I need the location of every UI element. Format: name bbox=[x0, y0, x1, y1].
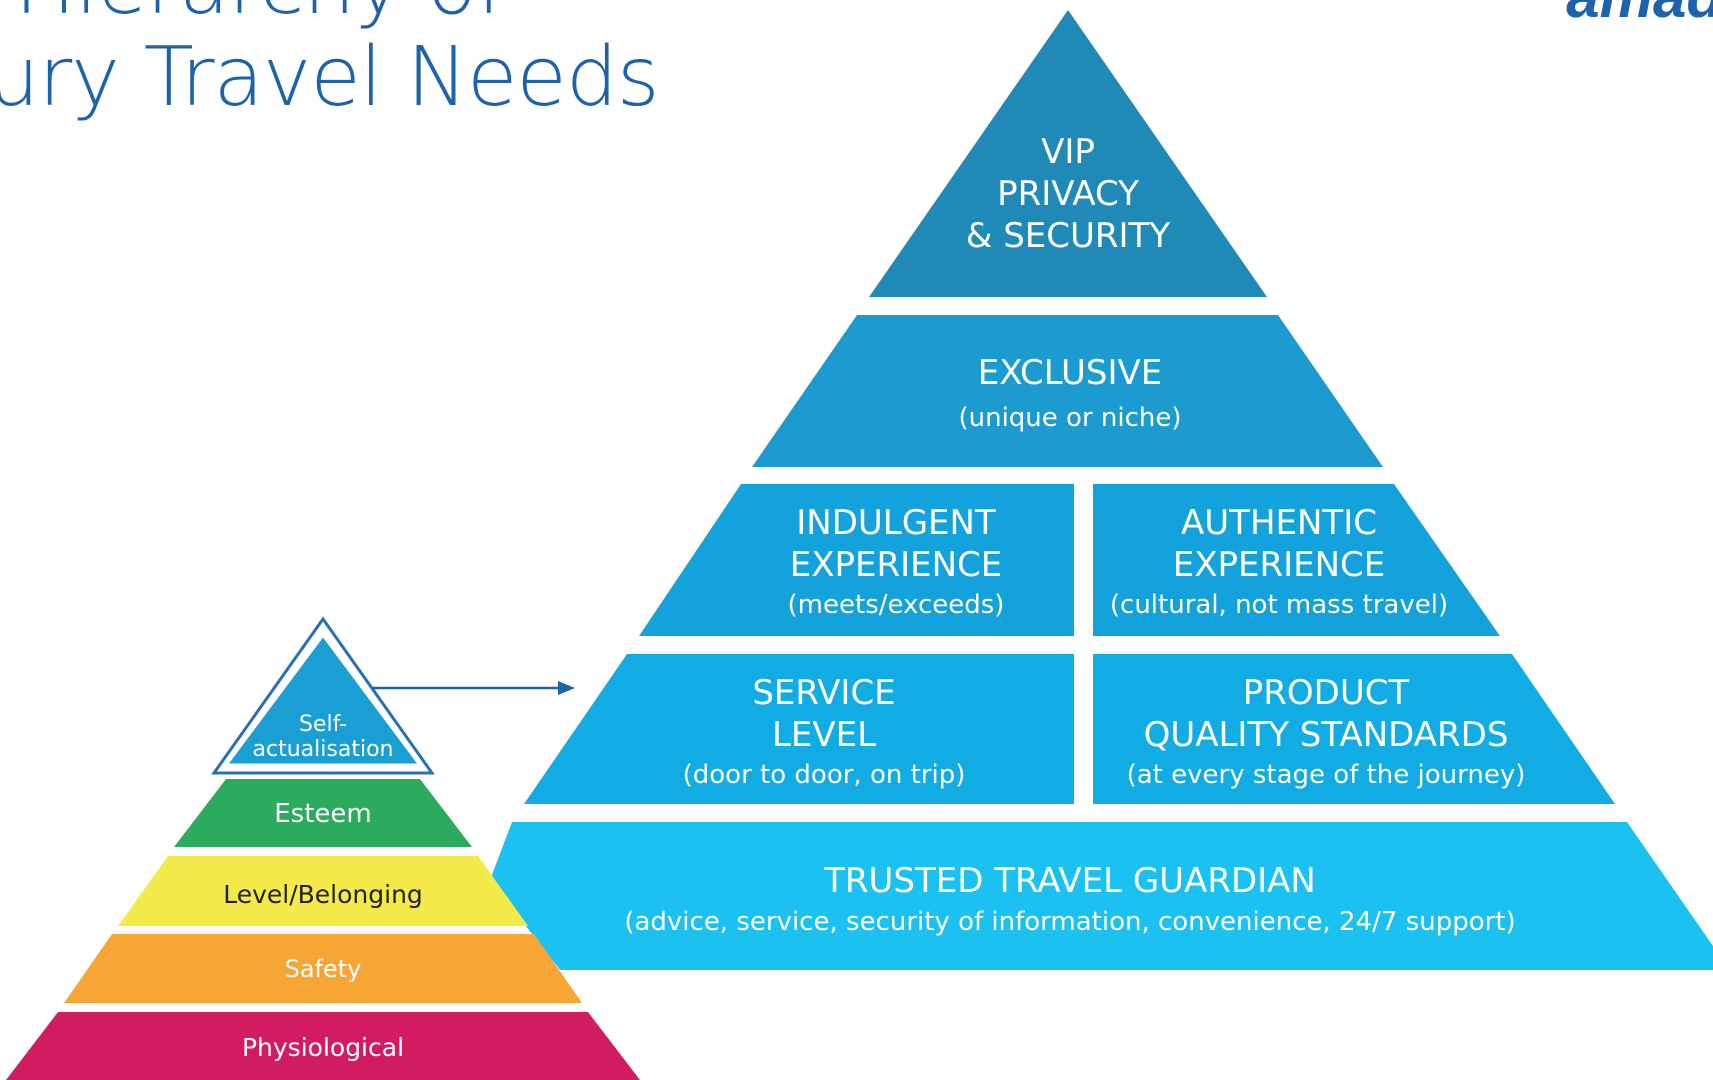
tier-service-sub: (door to door, on trip) bbox=[683, 760, 966, 790]
page-title: e Hierarchy of xury Travel Needs bbox=[0, 0, 660, 125]
tier-indulgent-sub: (meets/exceeds) bbox=[788, 590, 1005, 620]
tier-product-sub: (at every stage of the journey) bbox=[1127, 760, 1526, 790]
tier-guardian-shape bbox=[490, 822, 1713, 970]
tier-exclusive-sub: (unique or niche) bbox=[958, 403, 1181, 433]
tier-indulgent-line-1: INDULGENT bbox=[796, 503, 996, 543]
maslow-self-label-line-2: actualisation bbox=[253, 737, 394, 762]
tier-guardian-line-1: TRUSTED TRAVEL GUARDIAN bbox=[823, 861, 1316, 901]
brand-logo: amad bbox=[1566, 0, 1713, 31]
maslow-esteem-shape bbox=[174, 779, 472, 847]
tier-service-line-1: SERVICE bbox=[752, 673, 895, 713]
tier-indulgent-line-2: EXPERIENCE bbox=[790, 545, 1003, 585]
tier-authentic-sub: (cultural, not mass travel) bbox=[1110, 590, 1448, 620]
title-line-2: xury Travel Needs bbox=[0, 30, 660, 125]
maslow-esteem-label: Esteem bbox=[274, 799, 372, 829]
tier-indulgent-shape bbox=[639, 484, 1074, 636]
connector-arrow-head bbox=[558, 681, 575, 695]
tier-vip-line-3: & SECURITY bbox=[966, 216, 1170, 256]
tier-product-shape bbox=[1093, 654, 1615, 804]
maslow-belonging-shape bbox=[118, 856, 528, 926]
tier-product-line-2: QUALITY STANDARDS bbox=[1144, 715, 1509, 755]
tier-authentic-shape bbox=[1093, 484, 1500, 636]
maslow-self-label-line-1: Self- bbox=[299, 712, 347, 737]
tier-authentic-line-1: AUTHENTIC bbox=[1181, 503, 1377, 543]
maslow-safety-shape bbox=[64, 934, 582, 1003]
tier-guardian-sub: (advice, service, security of informatio… bbox=[624, 907, 1515, 937]
tier-exclusive-line-1: EXCLUSIVE bbox=[978, 353, 1163, 393]
tier-service-shape bbox=[524, 654, 1074, 804]
tier-product-line-1: PRODUCT bbox=[1243, 673, 1410, 713]
tier-vip-line-2: PRIVACY bbox=[997, 174, 1139, 214]
tier-authentic-line-2: EXPERIENCE bbox=[1173, 545, 1386, 585]
tier-vip-line-1: VIP bbox=[1041, 132, 1095, 172]
maslow-belonging-label: Level/Belonging bbox=[223, 880, 423, 909]
title-line-1: e Hierarchy of bbox=[0, 0, 659, 32]
tier-exclusive-shape bbox=[752, 315, 1383, 467]
maslow-physiological-shape bbox=[6, 1012, 640, 1080]
maslow-safety-label: Safety bbox=[285, 955, 362, 983]
tier-service-line-2: LEVEL bbox=[772, 715, 876, 755]
tier-vip-shape bbox=[869, 10, 1267, 297]
maslow-self-actualisation-shape bbox=[223, 632, 423, 767]
maslow-physiological-label: Physiological bbox=[242, 1033, 404, 1062]
